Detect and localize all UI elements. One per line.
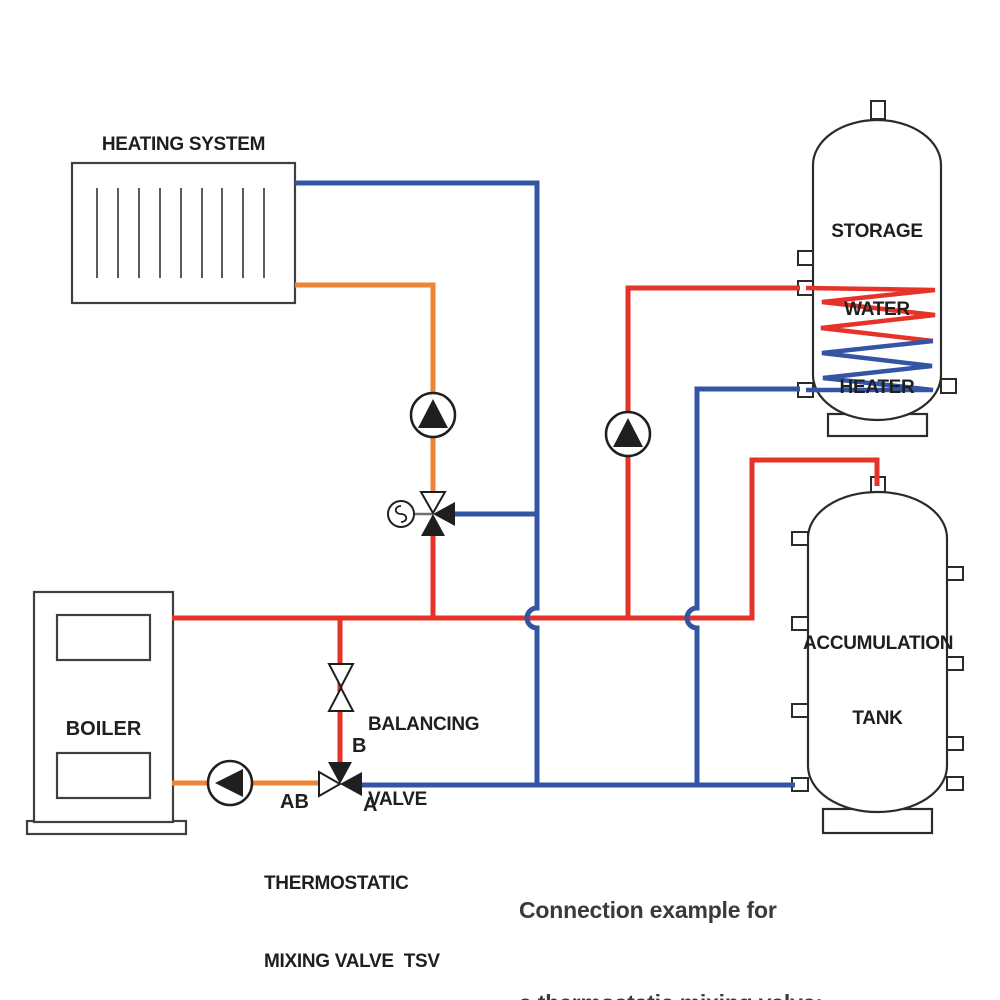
accumulation-stub-left-3	[791, 703, 809, 718]
tsv-name-label: THERMOSTATIC MIXING VALVE TSV	[264, 819, 440, 1000]
boiler-lower-door	[55, 751, 152, 800]
storage-stub-left-1	[797, 250, 814, 266]
storage-label-line1: STORAGE	[831, 221, 923, 242]
diagram-caption: Connection example for a thermostatic mi…	[519, 833, 823, 1000]
pipe-heating-supply-cold	[295, 180, 540, 785]
pump-arrow-up-icon	[613, 418, 643, 447]
upper-mixing-valve-symbol	[387, 491, 455, 536]
heating-system-label: HEATING SYSTEM	[101, 134, 266, 155]
balancing-valve-symbol	[327, 663, 355, 712]
boiler-body	[25, 590, 188, 836]
boiler-label: BOILER	[65, 718, 142, 740]
accumulation-tank-label: ACCUMULATION TANK	[803, 581, 954, 781]
storage-coil-hot	[805, 285, 936, 344]
storage-label-line3: HEATER	[839, 377, 915, 398]
valve-port-ab-icon	[318, 770, 343, 798]
accumulation-tank-body	[791, 476, 964, 835]
circulation-pump-boiler	[206, 759, 254, 807]
pump-arrow-up-icon	[418, 399, 448, 428]
valve-port-top-icon	[419, 491, 447, 516]
sensor-squiggle-icon	[394, 505, 408, 523]
pump-arrow-left-icon	[215, 769, 243, 797]
accumulation-label-line2: TANK	[852, 708, 903, 729]
accumulation-stub-right-4	[946, 776, 964, 791]
accumulation-stub-right-2	[946, 656, 964, 671]
storage-top-fitting	[870, 100, 886, 120]
caption-line1: Connection example for	[519, 897, 777, 923]
accumulation-stub-left-1	[791, 531, 809, 546]
radiator-fins	[96, 188, 265, 278]
pipe-storage-hot-riser	[625, 285, 800, 618]
storage-water-heater-label: STORAGE WATER HEATER	[813, 167, 941, 453]
pipe-heating-return	[295, 282, 436, 493]
valve-port-right-icon	[433, 502, 455, 526]
accumulation-shell	[806, 490, 949, 814]
port-ab-label: AB	[280, 791, 309, 813]
balancing-label-line1: BALANCING	[368, 714, 480, 735]
valve-port-b-icon	[328, 762, 352, 784]
storage-coil-cold	[806, 338, 934, 393]
accumulation-label-line1: ACCUMULATION	[803, 633, 954, 654]
valve-upper-triangle-icon	[327, 663, 355, 690]
heating-system-radiator	[70, 161, 297, 305]
accumulation-stub-right-1	[946, 566, 964, 581]
storage-water-heater-body	[797, 100, 957, 438]
port-b-label: B	[352, 735, 367, 757]
port-a-label: A	[363, 794, 378, 816]
storage-label-line2: WATER	[844, 299, 910, 320]
caption-line2: a thermostatic mixing valve:	[519, 988, 823, 1000]
tsv-name-line2: MIXING VALVE TSV	[264, 951, 440, 972]
storage-stub-right-1	[940, 378, 957, 394]
valve-port-a-icon	[340, 772, 362, 796]
boiler-upper-door	[55, 613, 152, 662]
valve-port-bottom-icon	[421, 514, 445, 536]
accumulation-stub-right-3	[946, 736, 964, 751]
thermostatic-mixing-valve-symbol	[318, 762, 362, 798]
pipe-boiler-supply-header	[172, 457, 880, 621]
valve-lower-triangle-icon	[327, 685, 355, 712]
balancing-valve-label: BALANCING VALVE	[368, 662, 480, 862]
balancing-label-line2: VALVE	[368, 789, 428, 810]
circulation-pump-heating	[409, 391, 457, 439]
circulation-pump-storage	[604, 410, 652, 458]
pipe-storage-cold-return	[684, 386, 800, 785]
tsv-name-line1: THERMOSTATIC	[264, 873, 409, 894]
accumulation-stub-left-2	[791, 616, 809, 631]
radiator-body	[70, 161, 297, 305]
